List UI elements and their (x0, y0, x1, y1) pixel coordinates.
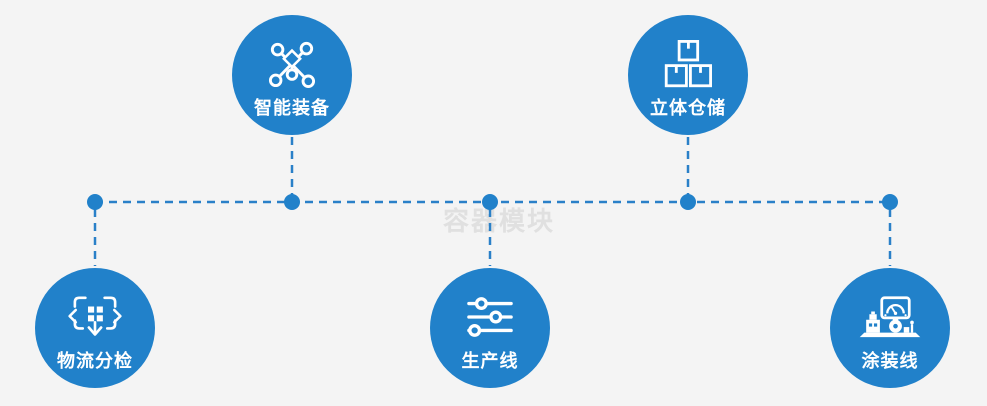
node-painting-line[interactable]: 涂装线 (830, 268, 950, 388)
node-production-line[interactable]: 生产线 (430, 268, 550, 388)
sliders-icon (466, 291, 514, 343)
junction-dot (882, 194, 898, 210)
junction-dot (87, 194, 103, 210)
node-logistics-sorting[interactable]: 物流分检 (35, 268, 155, 388)
sorting-arrows-icon (67, 291, 123, 343)
watermark-text: 容器模块 (443, 206, 556, 236)
junction-dot (482, 194, 498, 210)
node-label: 智能装备 (254, 97, 330, 118)
node-vertical-warehouse[interactable]: 立体仓储 (628, 15, 748, 135)
stacked-boxes-icon (662, 38, 714, 90)
machine-monitor-icon (857, 291, 923, 343)
node-label: 物流分检 (57, 350, 133, 371)
node-label: 立体仓储 (650, 97, 726, 118)
node-smart-equipment[interactable]: 智能装备 (232, 15, 352, 135)
junction-dot (284, 194, 300, 210)
node-label: 生产线 (461, 350, 519, 371)
node-label: 涂装线 (861, 350, 919, 371)
junction-dot (680, 194, 696, 210)
network-nodes-icon (267, 38, 317, 90)
